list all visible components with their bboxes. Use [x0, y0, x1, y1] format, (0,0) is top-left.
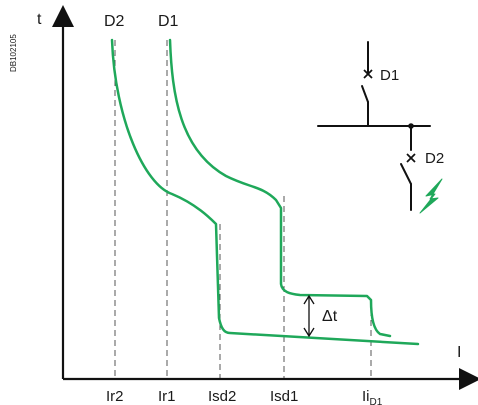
tick-isd2: Isd2	[208, 388, 236, 405]
schematic-label-d2: D2	[425, 150, 444, 167]
tick-ii: IiD1	[362, 388, 383, 405]
axes	[52, 5, 478, 390]
breaker-d2-contact	[400, 163, 412, 185]
curve-label-d1: D1	[158, 13, 179, 30]
delta-t-indicator	[303, 294, 315, 338]
schematic-label-d1: D1	[380, 67, 399, 84]
y-axis-label: t	[37, 11, 42, 28]
tick-ii-sub: D1	[370, 397, 383, 405]
breaker-d1-contact	[361, 85, 369, 103]
x-axis-label: I	[457, 344, 461, 361]
fault-lightning-icon	[419, 178, 443, 214]
tick-ir1: Ir1	[158, 388, 176, 405]
curve-label-d2: D2	[104, 13, 125, 30]
delta-t-label: Δt	[322, 308, 338, 325]
tick-ii-main: Ii	[362, 388, 370, 405]
dashed-guides	[114, 40, 372, 378]
tick-ir2: Ir2	[106, 388, 124, 405]
breaker-marks	[363, 69, 416, 163]
busbar-junction	[408, 123, 414, 129]
document-code: DB102105	[9, 34, 18, 72]
curve-d2	[110, 38, 420, 346]
tick-isd1: Isd1	[270, 388, 298, 405]
curve-d1	[168, 38, 392, 338]
